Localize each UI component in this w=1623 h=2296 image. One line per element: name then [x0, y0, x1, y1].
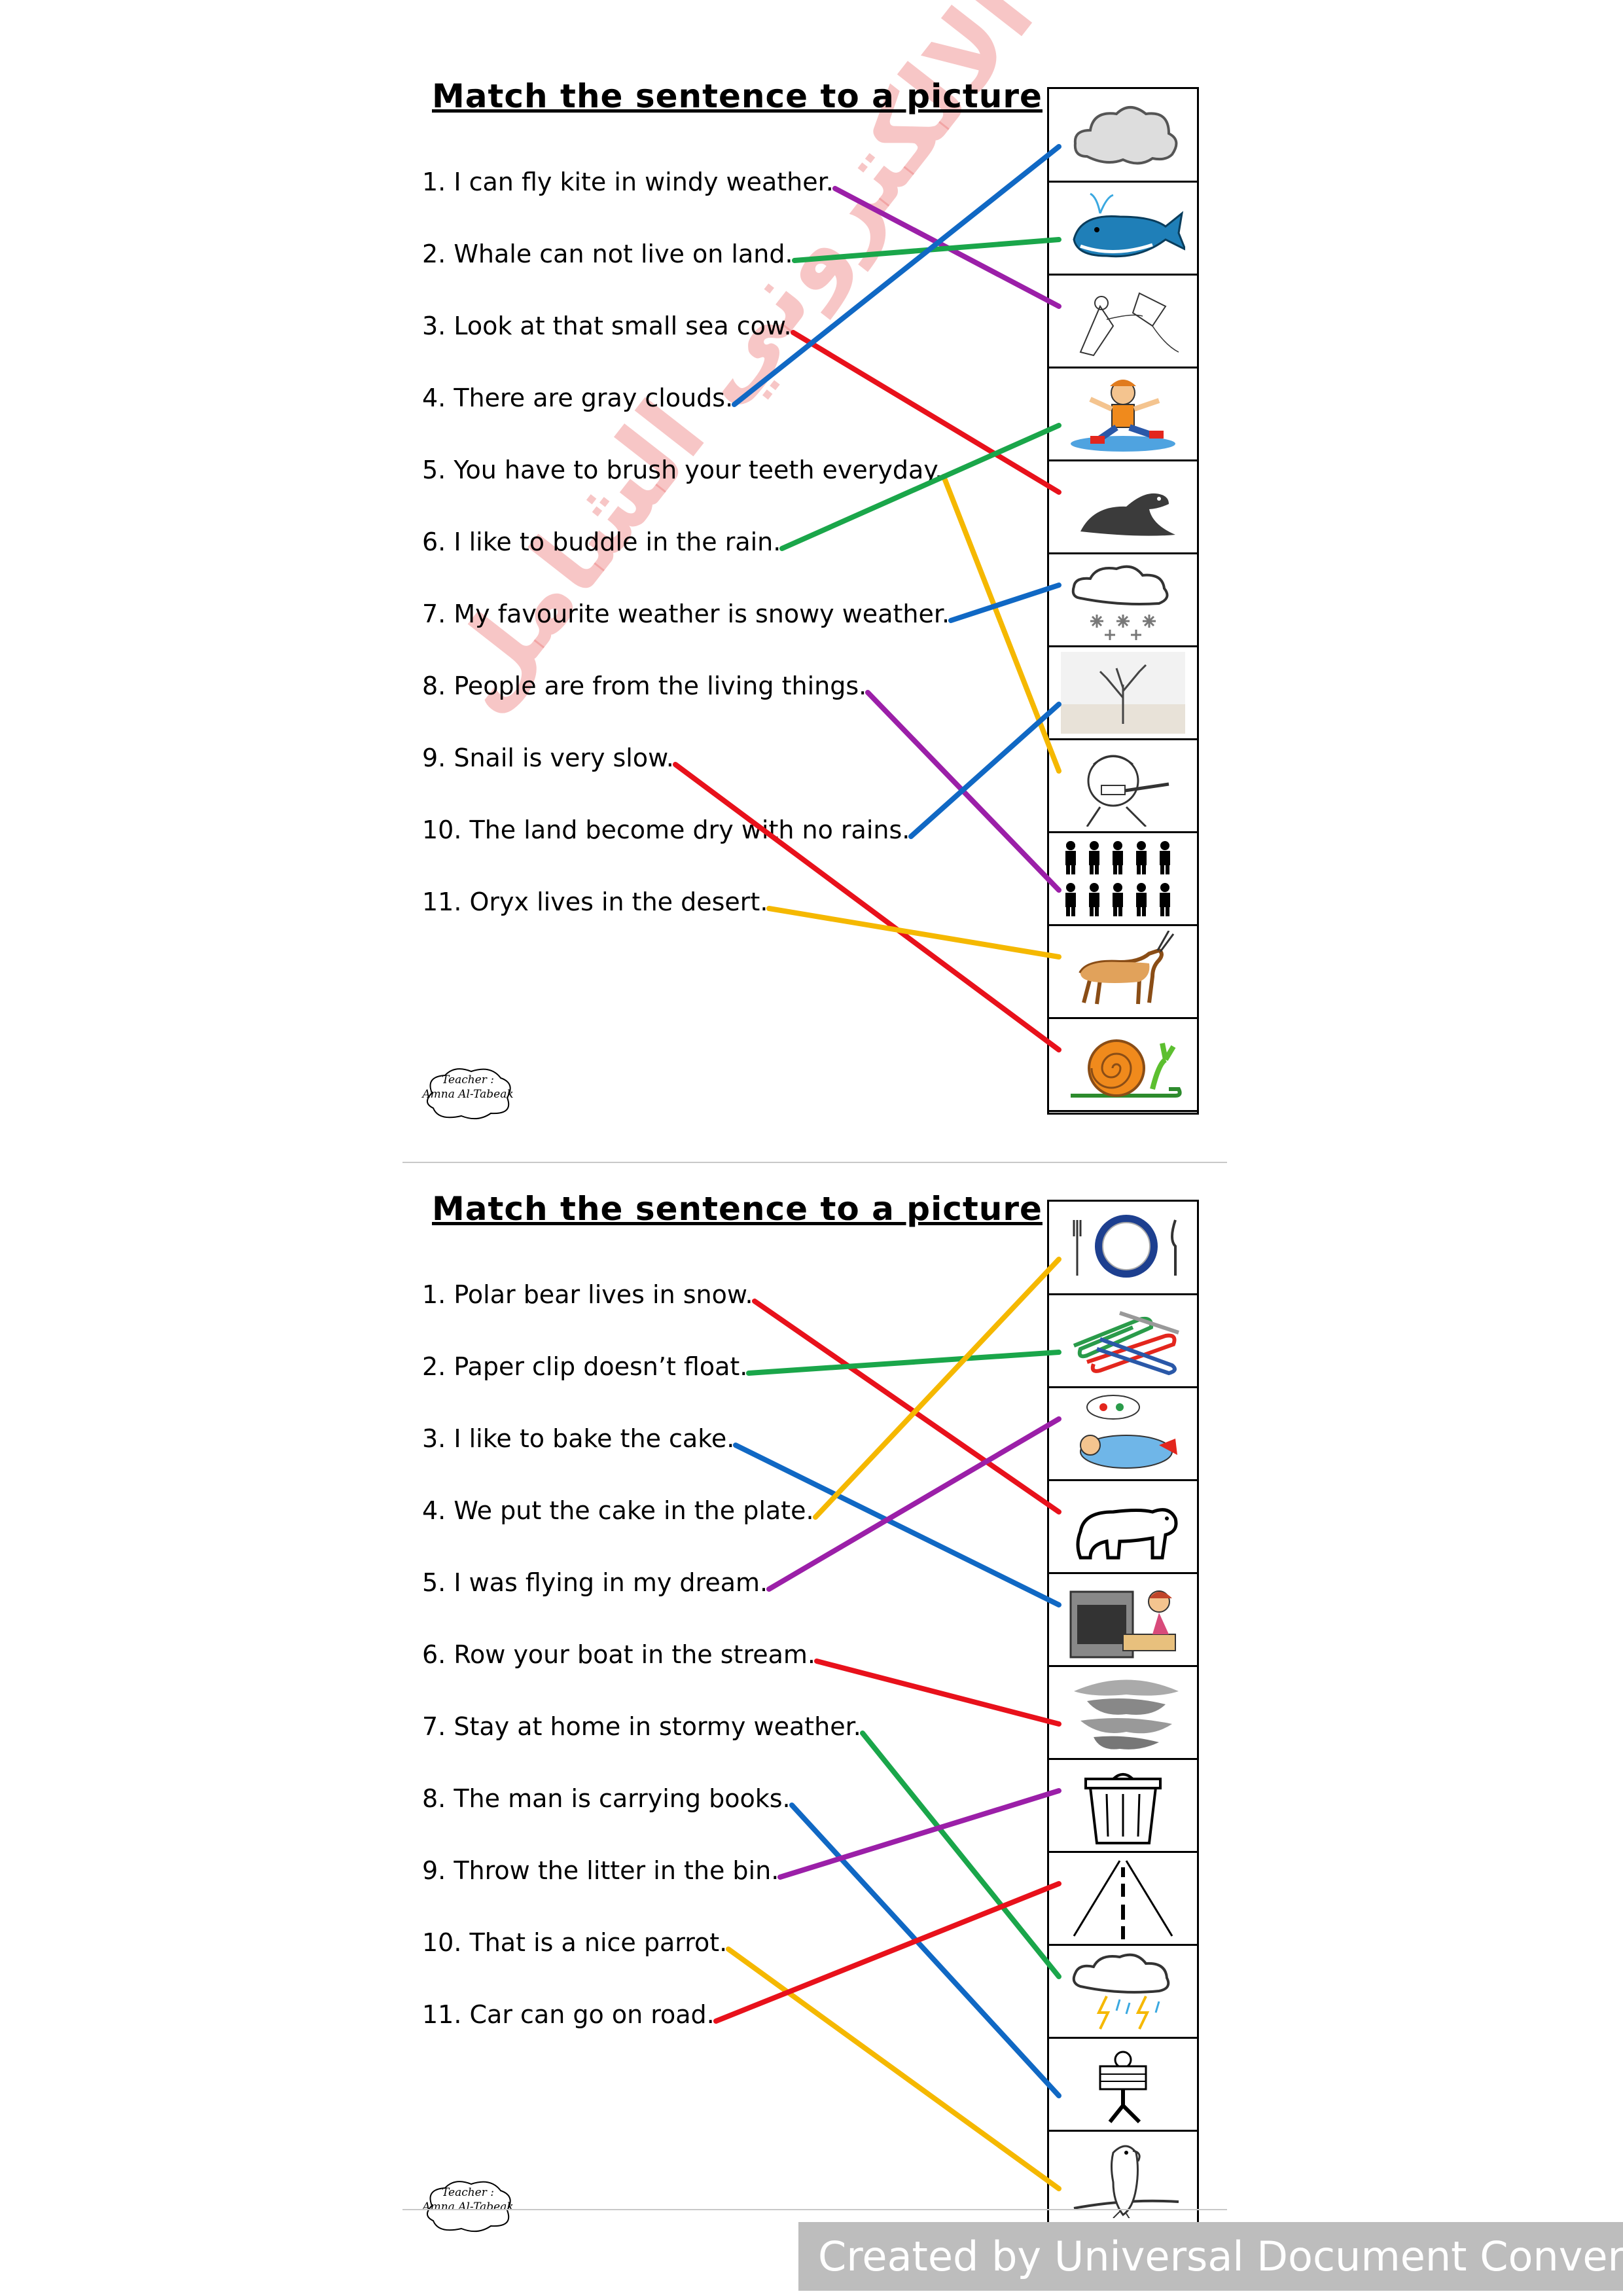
polar-bear-icon: [1076, 1507, 1178, 1559]
sentence-8: 8. The man is carrying books.: [422, 1784, 791, 1813]
baking-oven-icon: [1069, 1590, 1176, 1658]
match-line-1-5: [941, 474, 1061, 774]
sentence-6: 6. Row your boat in the stream.: [422, 1640, 816, 1669]
match-line-2-4: [813, 1257, 1061, 1520]
whale-icon: [1073, 192, 1185, 257]
picture-cell-10: [1049, 925, 1197, 1019]
snow-cloud-icon: [1071, 565, 1169, 640]
section-divider: [402, 1162, 1227, 1163]
sentence-1: 1. Polar bear lives in snow.: [422, 1280, 753, 1309]
picture-cell-9: [1049, 833, 1197, 926]
sentence-8: 8. People are from the living things.: [422, 672, 867, 700]
sentence-2: 2. Paper clip doesn’t float.: [422, 1352, 748, 1381]
dry-tree-icon: [1061, 651, 1185, 734]
section-2-picture-column: [1047, 1200, 1199, 2227]
sentence-9: 9. Snail is very slow.: [422, 744, 674, 772]
picture-cell-2: [1049, 182, 1197, 276]
picture-cell-11: [1049, 2131, 1197, 2225]
match-line-2-1: [752, 1299, 1061, 1515]
bottom-divider: [402, 2209, 1227, 2210]
road-icon: [1073, 1859, 1173, 1939]
picture-cell-9: [1049, 1945, 1197, 2039]
sentence-11: 11. Car can go on road.: [422, 2000, 715, 2029]
section-1-picture-column: [1047, 87, 1199, 1115]
sentence-4: 4. We put the cake in the plate.: [422, 1496, 814, 1525]
picture-cell-3: [1049, 275, 1197, 368]
sentence-3: 3. I like to bake the cake.: [422, 1424, 735, 1453]
match-line-2-10: [726, 1946, 1061, 2191]
match-line-1-8: [865, 690, 1061, 893]
picture-cell-1: [1049, 1202, 1197, 1295]
match-line-1-7: [948, 583, 1061, 623]
sentence-2: 2. Whale can not live on land.: [422, 240, 793, 268]
sentence-6: 6. I like to buddle in the rain.: [422, 528, 781, 556]
match-line-2-8: [789, 1803, 1061, 2098]
converter-footer: Created by Universal Document Converter: [798, 2222, 1623, 2291]
picture-cell-7: [1049, 647, 1197, 740]
cloud-icon: [1073, 105, 1178, 164]
picture-cell-4: [1049, 368, 1197, 461]
sentence-5: 5. You have to brush your teeth everyday…: [422, 456, 943, 484]
storm-cloud-icon: [1072, 1953, 1170, 2030]
seal-icon: [1080, 493, 1175, 536]
picture-cell-4: [1049, 1480, 1197, 1574]
man-carrying-books-icon: [1099, 2051, 1147, 2123]
match-line-1-2: [792, 237, 1061, 263]
sentence-9: 9. Throw the litter in the bin.: [422, 1856, 779, 1885]
oryx-icon: [1079, 930, 1175, 1004]
sentence-10: 10. The land become dry with no rains.: [422, 816, 910, 844]
picture-cell-5: [1049, 461, 1197, 554]
picture-cell-10: [1049, 2038, 1197, 2132]
paper-clips-icon: [1073, 1310, 1179, 1375]
teacher-label: Teacher :: [441, 1073, 494, 1086]
picture-cell-1: [1049, 89, 1197, 183]
sentence-7: 7. My favourite weather is snowy weather…: [422, 600, 950, 628]
match-line-1-1: [832, 186, 1061, 309]
section-2-title: Match the sentence to a picture: [432, 1190, 1043, 1228]
sentence-11: 11. Oryx lives in the desert.: [422, 888, 768, 916]
match-line-2-9: [777, 1788, 1061, 1880]
brushing-teeth-icon: [1086, 755, 1169, 827]
picture-cell-5: [1049, 1573, 1197, 1667]
match-line-2-2: [746, 1350, 1061, 1376]
picture-cell-3: [1049, 1388, 1197, 1481]
snail-icon: [1071, 1039, 1182, 1098]
teacher-name: Amna Al-Tabeak: [422, 2200, 514, 2214]
picture-cell-7: [1049, 1759, 1197, 1853]
match-line-1-11: [766, 906, 1061, 960]
people-icon: [1065, 840, 1170, 916]
picture-cell-6: [1049, 1666, 1197, 1760]
sentence-3: 3. Look at that small sea cow.: [422, 312, 792, 340]
teacher-name: Amna Al-Tabeak: [422, 1088, 514, 1101]
match-line-2-11: [713, 1881, 1061, 2024]
stream-icon: [1074, 1679, 1179, 1749]
sentence-10: 10. That is a nice parrot.: [422, 1928, 728, 1957]
plate-icon: [1073, 1214, 1177, 1278]
match-line-2-7: [860, 1731, 1061, 1979]
sentence-1: 1. I can fly kite in windy weather.: [422, 168, 834, 196]
section-1-teacher-badge: Teacher : Amna Al-Tabeak: [419, 1064, 517, 1122]
picture-cell-8: [1049, 740, 1197, 833]
section-2-teacher-badge: Teacher : Amna Al-Tabeak: [419, 2176, 517, 2235]
parrot-icon: [1073, 2145, 1179, 2218]
picture-cell-8: [1049, 1852, 1197, 1946]
picture-cell-2: [1049, 1295, 1197, 1388]
sentence-5: 5. I was flying in my dream.: [422, 1568, 768, 1597]
trash-bin-icon: [1084, 1772, 1162, 1844]
sentence-4: 4. There are gray clouds.: [422, 384, 734, 412]
section-1-title: Match the sentence to a picture: [432, 77, 1043, 115]
picture-cell-6: [1049, 554, 1197, 647]
sentence-7: 7. Stay at home in stormy weather.: [422, 1712, 861, 1741]
puddle-boy-icon: [1071, 379, 1175, 452]
teacher-label: Teacher :: [441, 2186, 494, 2199]
kite-child-icon: [1079, 292, 1179, 356]
match-line-1-10: [908, 702, 1061, 839]
picture-cell-11: [1049, 1018, 1197, 1112]
dreaming-child-icon: [1080, 1394, 1177, 1469]
